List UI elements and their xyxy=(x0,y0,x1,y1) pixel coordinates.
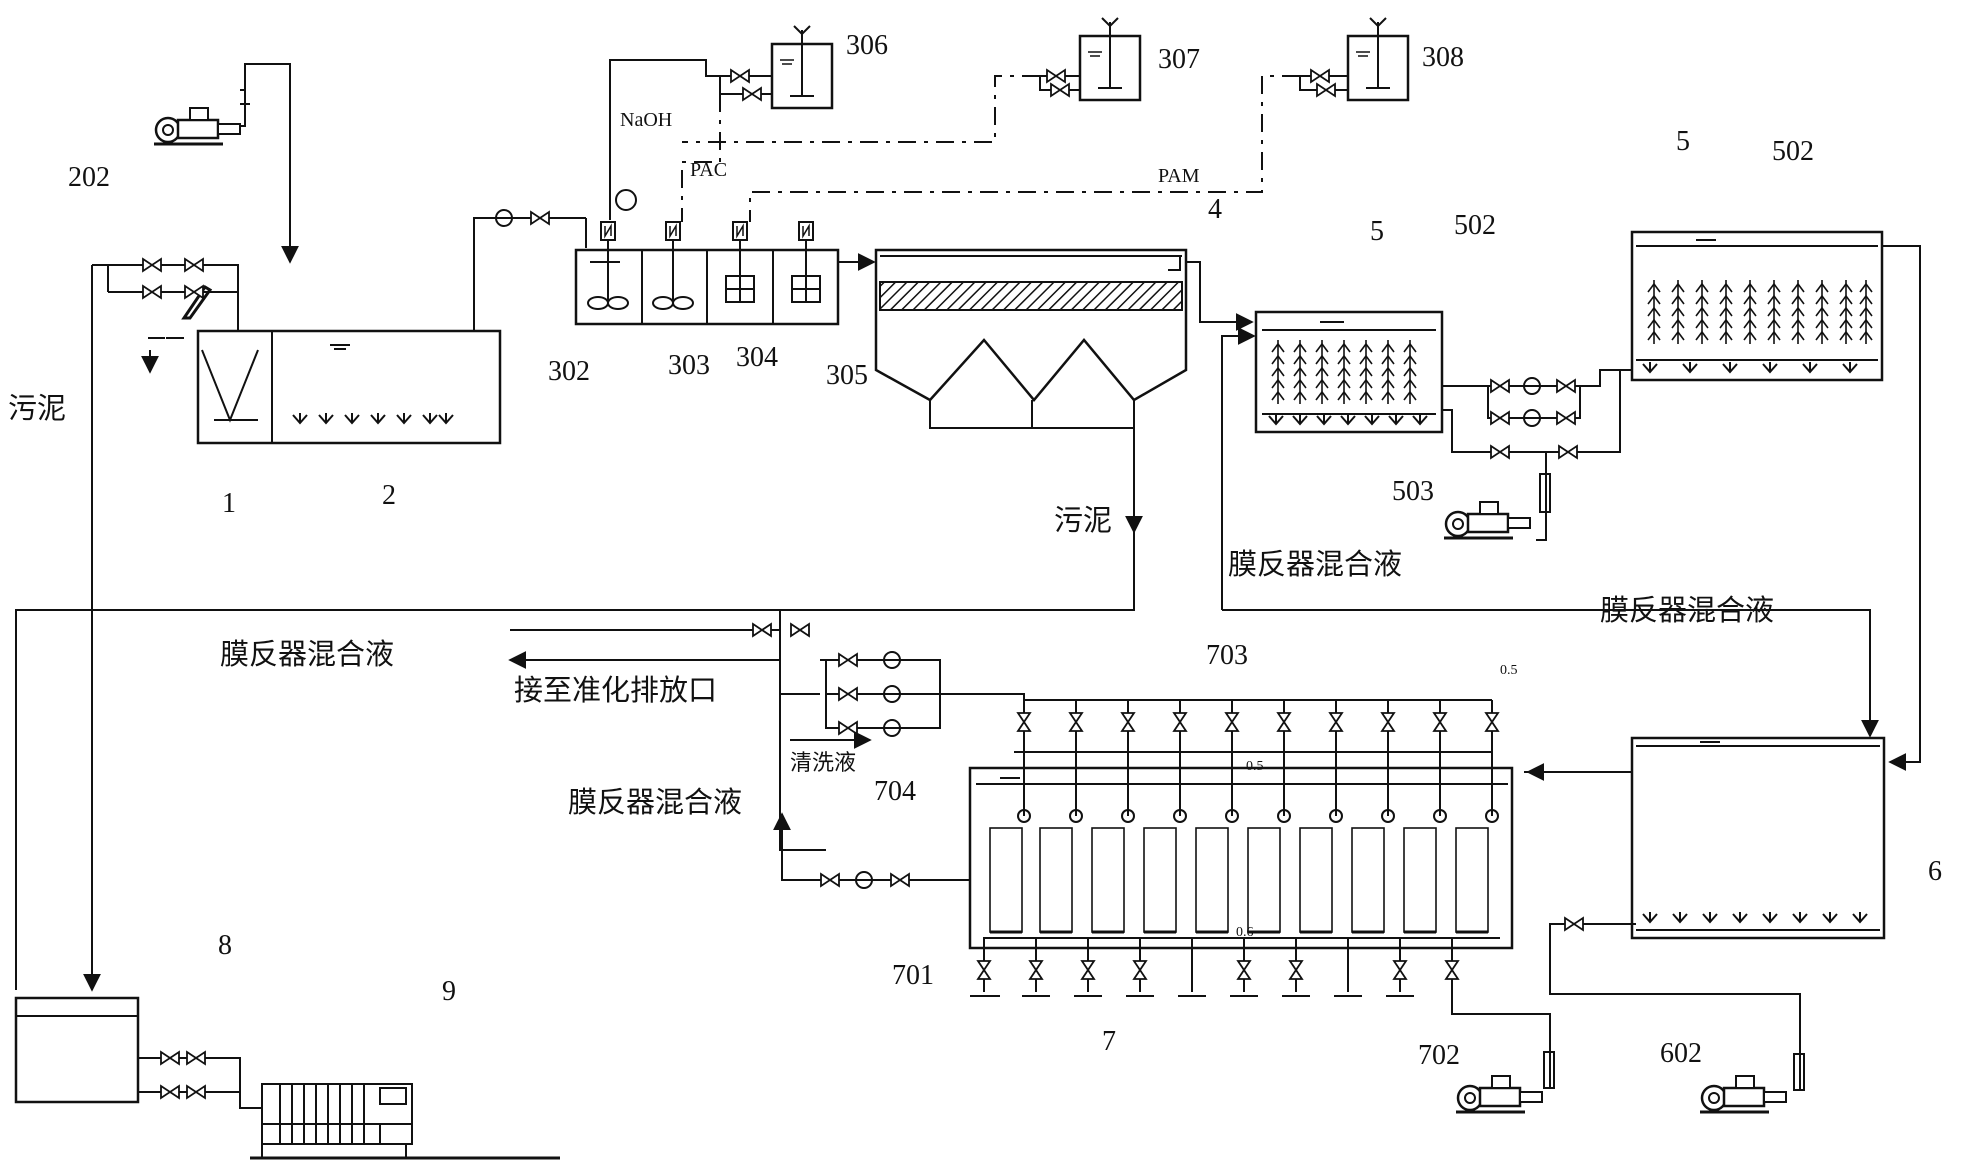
chem-tank-307 xyxy=(1078,16,1142,102)
text-sludge-mid: 污泥 xyxy=(1054,503,1112,537)
tank-1-and-2 xyxy=(141,284,502,445)
label-502-small: 502 xyxy=(1454,210,1496,241)
label-2: 2 xyxy=(382,480,396,511)
label-308: 308 xyxy=(1422,42,1464,73)
label-6: 6 xyxy=(1928,856,1942,887)
mbr-tank-5-small xyxy=(1254,310,1444,434)
label-7: 7 xyxy=(1102,1026,1116,1057)
label-701: 701 xyxy=(892,960,934,991)
blower-602 xyxy=(1698,1074,1788,1114)
label-303: 303 xyxy=(668,350,710,381)
chem-tank-308 xyxy=(1346,16,1410,102)
label-703: 703 xyxy=(1206,640,1248,671)
text-mix-liquid-b: 膜反器混合液 xyxy=(1600,593,1774,627)
label-702: 702 xyxy=(1418,1040,1460,1071)
text-discharge: 接至准化排放口 xyxy=(514,673,717,707)
label-5-big: 5 xyxy=(1676,126,1690,157)
minor-06: 0.6 xyxy=(1236,925,1254,940)
pump-feed xyxy=(495,209,513,227)
label-302: 302 xyxy=(548,356,590,387)
minor-05a: 0.5 xyxy=(1246,759,1264,774)
label-307: 307 xyxy=(1158,44,1200,75)
text-cleaning: 清洗液 xyxy=(790,751,856,776)
label-704: 704 xyxy=(874,776,916,807)
label-304: 304 xyxy=(736,342,778,373)
label-9: 9 xyxy=(442,976,456,1007)
label-pam: PAM xyxy=(1158,165,1200,187)
label-pac: PAC xyxy=(690,159,727,181)
sludge-tank-8 xyxy=(14,996,140,1104)
mbr-tank-5-big xyxy=(1630,230,1884,382)
text-mix-liquid-a: 膜反器混合液 xyxy=(1228,547,1402,581)
label-1: 1 xyxy=(222,488,236,519)
label-5-small: 5 xyxy=(1370,216,1384,247)
label-502-big: 502 xyxy=(1772,136,1814,167)
label-8: 8 xyxy=(218,930,232,961)
label-202: 202 xyxy=(68,162,110,193)
reaction-tanks-302-304 xyxy=(574,189,840,326)
blower-702 xyxy=(1454,1074,1544,1114)
text-sludge-left: 污泥 xyxy=(8,391,66,425)
text-mix-liquid-c: 膜反器混合液 xyxy=(220,637,394,671)
label-602: 602 xyxy=(1660,1038,1702,1069)
label-305: 305 xyxy=(826,360,868,391)
blower-503 xyxy=(1442,500,1532,540)
sedimentation-tank-305 xyxy=(874,248,1188,429)
label-naoh: NaOH xyxy=(620,109,672,131)
membrane-tank-7 xyxy=(968,699,1514,997)
label-306: 306 xyxy=(846,30,888,61)
blower-202 xyxy=(152,106,242,146)
label-4: 4 xyxy=(1208,194,1222,225)
label-503: 503 xyxy=(1392,476,1434,507)
chem-tank-306 xyxy=(770,24,834,110)
minor-05b: 0.5 xyxy=(1500,663,1518,678)
tank-6 xyxy=(1630,736,1886,940)
filter-press-9 xyxy=(250,1083,560,1160)
text-mix-liquid-d: 膜反器混合液 xyxy=(568,785,742,819)
